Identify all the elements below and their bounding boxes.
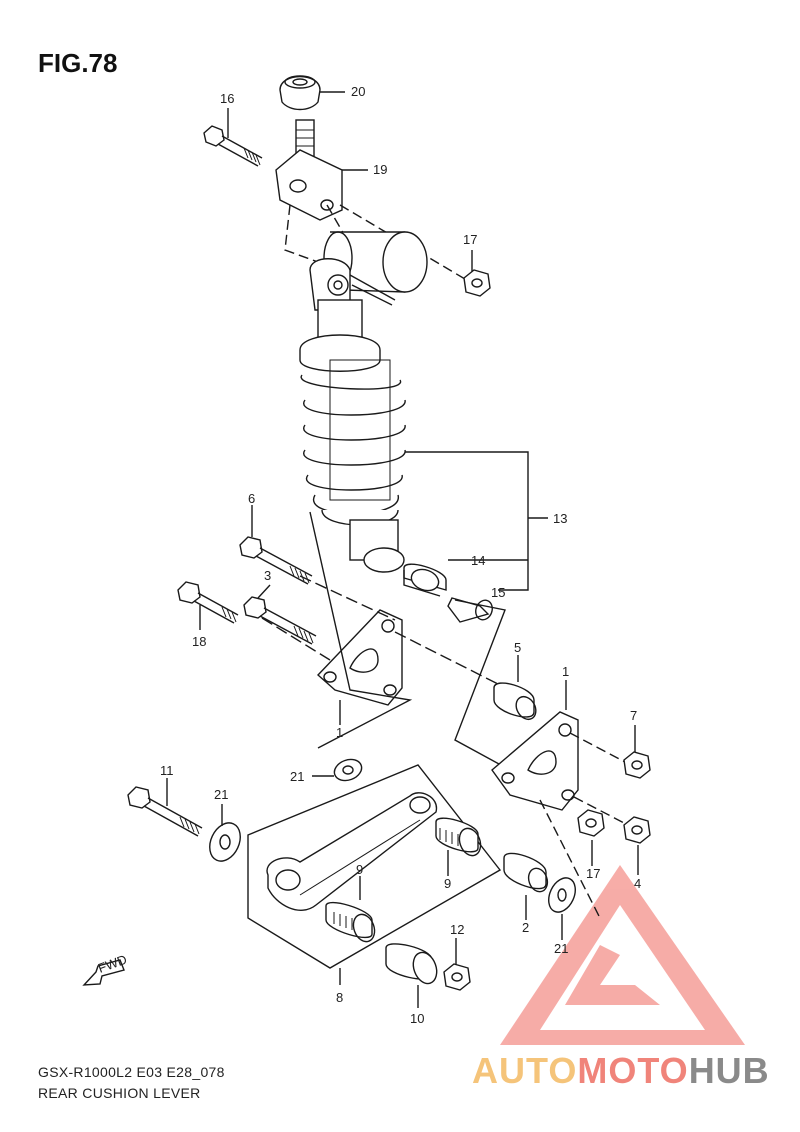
callout-21-left: 21 bbox=[214, 787, 228, 802]
callout-13: 13 bbox=[553, 511, 567, 526]
callout-14: 14 bbox=[471, 553, 485, 568]
callout-1-left: 1 bbox=[336, 725, 343, 740]
section-name: REAR CUSHION LEVER bbox=[38, 1085, 201, 1101]
callout-21-mid: 21 bbox=[290, 769, 304, 784]
callout-16: 16 bbox=[220, 91, 234, 106]
part-1-plate-left bbox=[316, 609, 403, 706]
part-19-clevis bbox=[275, 119, 343, 221]
callout-11: 11 bbox=[160, 763, 174, 778]
callout-5: 5 bbox=[514, 640, 521, 655]
callout-7: 7 bbox=[630, 708, 637, 723]
callout-21-right: 21 bbox=[554, 941, 568, 956]
callout-18: 18 bbox=[192, 634, 206, 649]
shock-top-mount bbox=[309, 258, 396, 311]
part-3-bolt bbox=[243, 596, 317, 645]
callout-9-upper: 9 bbox=[444, 876, 451, 891]
part-16-bolt bbox=[203, 125, 263, 167]
part-7-nut bbox=[623, 751, 651, 779]
part-9-bearing-upper bbox=[435, 817, 482, 857]
part-4-nut bbox=[623, 816, 651, 844]
callout-1-right: 1 bbox=[562, 664, 569, 679]
part-17-nut-lower bbox=[577, 809, 605, 837]
part-6-bolt bbox=[239, 536, 313, 585]
callout-9-lower: 9 bbox=[356, 862, 363, 877]
part-18-bolt bbox=[177, 581, 239, 624]
callout-20: 20 bbox=[351, 84, 365, 99]
part-12-nut bbox=[443, 963, 471, 991]
watermark-logo bbox=[500, 865, 745, 1045]
part-21-washer-left bbox=[209, 822, 241, 862]
watermark-text: AUTOMOTOHUB bbox=[472, 1050, 770, 1092]
link-rod bbox=[266, 792, 438, 911]
model-line: GSX-R1000L2 E03 E28_078 bbox=[38, 1064, 225, 1080]
callout-3: 3 bbox=[264, 568, 271, 583]
part-20-cap bbox=[279, 75, 321, 111]
part-17-nut-top bbox=[463, 269, 491, 297]
callout-15: 15 bbox=[491, 585, 505, 600]
bracket-13 bbox=[405, 451, 529, 591]
part-11-bolt bbox=[127, 786, 203, 837]
callout-8: 8 bbox=[336, 990, 343, 1005]
watermark-part-a: AUTO bbox=[472, 1050, 578, 1091]
fwd-arrow-icon bbox=[82, 959, 125, 986]
part-5-collar bbox=[493, 682, 537, 721]
callout-2: 2 bbox=[522, 920, 529, 935]
part-9-bearing-lower bbox=[325, 901, 376, 943]
part-21-washer-mid bbox=[333, 758, 363, 782]
callout-19: 19 bbox=[373, 162, 387, 177]
callout-4: 4 bbox=[634, 876, 641, 891]
callout-10: 10 bbox=[410, 1011, 424, 1026]
callout-12: 12 bbox=[450, 922, 464, 937]
part-15-collar bbox=[447, 597, 493, 623]
part-2-collar bbox=[503, 852, 549, 893]
callout-17-top: 17 bbox=[463, 232, 477, 247]
part-1-plate-right bbox=[491, 711, 579, 811]
watermark-part-b: MOTO bbox=[577, 1050, 689, 1091]
callout-6: 6 bbox=[248, 491, 255, 506]
part-10-collar bbox=[385, 943, 438, 985]
shock-absorber bbox=[299, 299, 406, 573]
bracket-8 bbox=[247, 764, 502, 969]
part-14-bushing bbox=[403, 563, 447, 597]
callout-17-lower: 17 bbox=[586, 866, 600, 881]
part-21-washer-right bbox=[548, 877, 576, 913]
figure-title: FIG.78 bbox=[38, 48, 118, 78]
watermark-part-c: HUB bbox=[688, 1050, 770, 1091]
